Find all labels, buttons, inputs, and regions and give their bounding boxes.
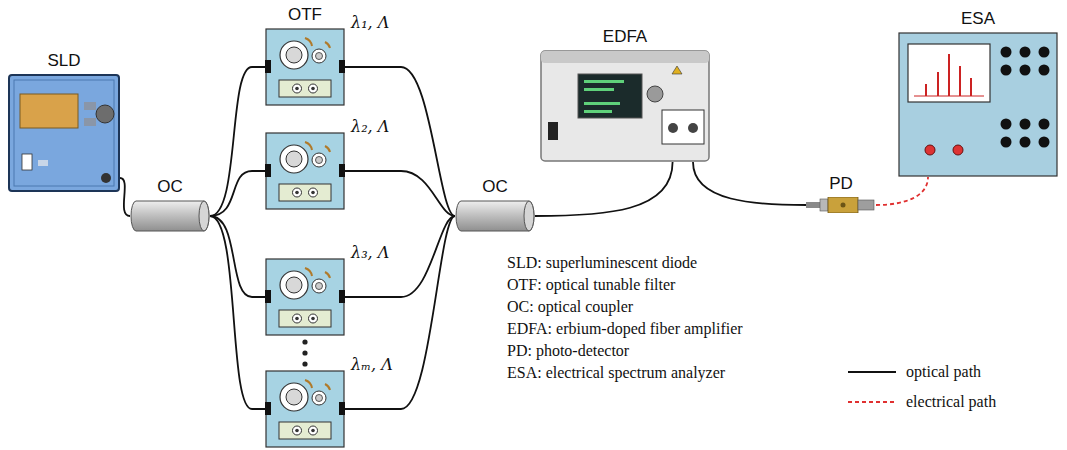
- coupler-cylinder: [130, 200, 210, 232]
- optical-fiber: [120, 178, 130, 216]
- wavelength-label: λₘ, Λ: [351, 355, 393, 374]
- wavelength-label: λ₃, Λ: [351, 243, 389, 262]
- legend-optical-sample: [848, 371, 896, 373]
- optical-fiber: [210, 171, 265, 216]
- coupler: OC: [455, 200, 535, 232]
- optical-fiber: [345, 171, 455, 216]
- tunable-filter: λ₃, Λ: [265, 258, 345, 336]
- optical-fiber: [693, 162, 806, 205]
- abbreviation-note: OTF: optical tunable filter: [507, 276, 675, 294]
- optical-fiber: [345, 216, 455, 409]
- amplifier-device: EDFA: [540, 50, 710, 162]
- abbreviation-note: ESA: electrical spectrum analyzer: [507, 364, 725, 382]
- legend-electrical-sample: [848, 401, 896, 403]
- optical-fiber: [345, 216, 455, 297]
- analyzer-device: [898, 32, 1058, 177]
- photodetector-body: [806, 197, 876, 213]
- device-label: SLD: [47, 51, 80, 71]
- tunable-filter: λ₂, Λ: [265, 132, 345, 210]
- source-device: SLD: [8, 74, 120, 192]
- device-label: OTF: [288, 5, 322, 25]
- optical-fiber: [535, 162, 673, 216]
- coupler-cylinder: [455, 200, 535, 232]
- device-label: OC: [482, 177, 508, 197]
- tunable-filter: OTFλ₁, Λ: [265, 28, 345, 106]
- wavelength-label: λ₁, Λ: [351, 13, 389, 32]
- analyzer-device: ESA: [898, 32, 1058, 177]
- ellipsis-dots: [302, 339, 307, 366]
- tunable-filter: λₘ, Λ: [265, 370, 345, 448]
- legend-text: electrical path: [906, 393, 996, 411]
- optical-fiber: [210, 216, 265, 297]
- abbreviation-note: SLD: superluminescent diode: [507, 254, 697, 272]
- device-label: OC: [157, 177, 183, 197]
- optical-fiber: [345, 67, 455, 216]
- filter-icon: [265, 132, 345, 210]
- coupler: OC: [130, 200, 210, 232]
- legend-text: optical path: [906, 363, 981, 381]
- filter-icon: [265, 28, 345, 106]
- filter-icon: [265, 258, 345, 336]
- abbreviation-note: PD: photo-detector: [507, 342, 629, 360]
- photodetector: PD: [806, 197, 876, 213]
- device-label: EDFA: [603, 27, 647, 47]
- optical-fiber: [210, 67, 265, 216]
- source-device: [8, 74, 120, 192]
- device-label: PD: [829, 174, 853, 194]
- electrical-path: [876, 177, 928, 205]
- abbreviation-note: EDFA: erbium-doped fiber amplifier: [507, 320, 743, 338]
- abbreviation-note: OC: optical coupler: [507, 298, 633, 316]
- amplifier-device: [540, 50, 710, 162]
- optical-fiber: [210, 216, 265, 409]
- wavelength-label: λ₂, Λ: [351, 117, 389, 136]
- device-label: ESA: [961, 9, 995, 29]
- filter-icon: [265, 370, 345, 448]
